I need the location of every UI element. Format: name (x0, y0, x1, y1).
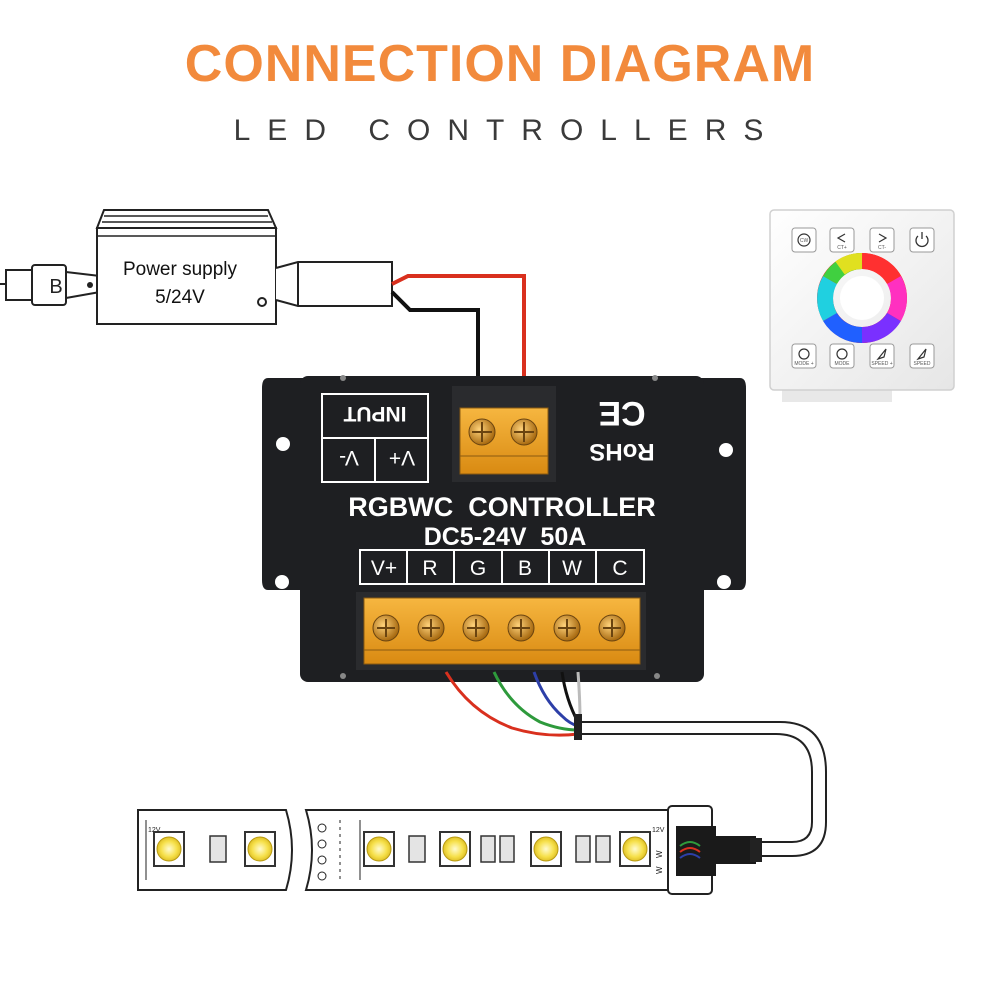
page-subtitle: LED CONTROLLERS (233, 114, 781, 147)
panel-bottom-buttons: MODE + MODE SPEED + SPEED (791, 343, 935, 369)
plug-mark: B (49, 276, 62, 298)
wall-remote-panel: CW CT+ CT- (769, 209, 955, 402)
rohs-label: RoHS (589, 438, 654, 465)
led-strip: 12V 12V (137, 805, 762, 895)
resistors (209, 835, 611, 863)
output-terminal-c: C (612, 557, 627, 580)
panel-btn-ctplus-label: CT+ (837, 245, 847, 251)
output-terminal-block (356, 592, 646, 670)
input-terminal-vplus: V+ (389, 446, 415, 469)
cut-pads (317, 820, 361, 881)
output-terminal-w: W (562, 557, 582, 580)
panel-top-buttons: CW CT+ CT- (791, 227, 935, 253)
mount-hole-icon (275, 575, 289, 589)
controller-model: RGBWC CONTROLLER (348, 492, 655, 522)
strip-voltage-right: 12V (652, 827, 665, 834)
input-wires (390, 274, 526, 412)
speed-icon (916, 348, 927, 361)
speed-plus-icon (876, 348, 887, 361)
power-icon (915, 232, 929, 248)
connector-mark-2: W (655, 866, 664, 874)
ce-mark: CE (598, 394, 645, 432)
panel-btn-modeplus-label: MODE + (794, 361, 813, 367)
cw-icon (797, 233, 811, 247)
mount-hole-icon (719, 443, 733, 457)
input-label-box: V+ V- INPUT (321, 393, 429, 483)
panel-btn-cw-label: CW (800, 238, 809, 244)
input-terminal-vminus: V- (339, 446, 359, 469)
strip-voltage-left: 12V (148, 827, 161, 834)
power-supply: B Power supply 5/24V (0, 209, 393, 325)
less-than-icon (836, 233, 846, 243)
output-terminal-vplus: V+ (371, 557, 397, 580)
led-chips (153, 831, 651, 867)
rgbwc-controller: V+ V- INPUT RoHS CE RGBWC CONTROLLER DC5… (262, 375, 746, 682)
terminal-screws (372, 614, 626, 642)
psu-label-voltage: 5/24V (155, 287, 205, 308)
output-terminal-g: G (470, 557, 486, 580)
input-terminal-block (452, 386, 556, 482)
mode-icon (836, 348, 848, 360)
panel-btn-speed-label: SPEED (914, 361, 931, 367)
output-wires (444, 671, 827, 857)
controller-rating: DC5-24V 50A (424, 523, 587, 551)
ac-plug-icon: B (0, 264, 101, 306)
output-terminal-b: B (518, 557, 532, 580)
output-terminal-r: R (422, 557, 437, 580)
panel-btn-mode-label: MODE (835, 361, 851, 367)
color-wheel (817, 253, 907, 344)
page-title: CONNECTION DIAGRAM (184, 35, 816, 93)
output-label-row: V+ R G B W C (359, 549, 645, 585)
mode-plus-icon (798, 348, 810, 360)
panel-btn-speedplus-label: SPEED + (871, 361, 892, 367)
panel-btn-ctminus-label: CT- (878, 245, 886, 251)
input-label: INPUT (343, 402, 406, 425)
psu-label-name: Power supply (123, 259, 238, 280)
certification-marks: RoHS CE (589, 394, 654, 465)
strip-connector: W W (655, 805, 762, 895)
connector-mark-1: W (655, 850, 664, 858)
mount-hole-icon (717, 575, 731, 589)
greater-than-icon (878, 233, 888, 243)
mount-hole-icon (276, 437, 290, 451)
